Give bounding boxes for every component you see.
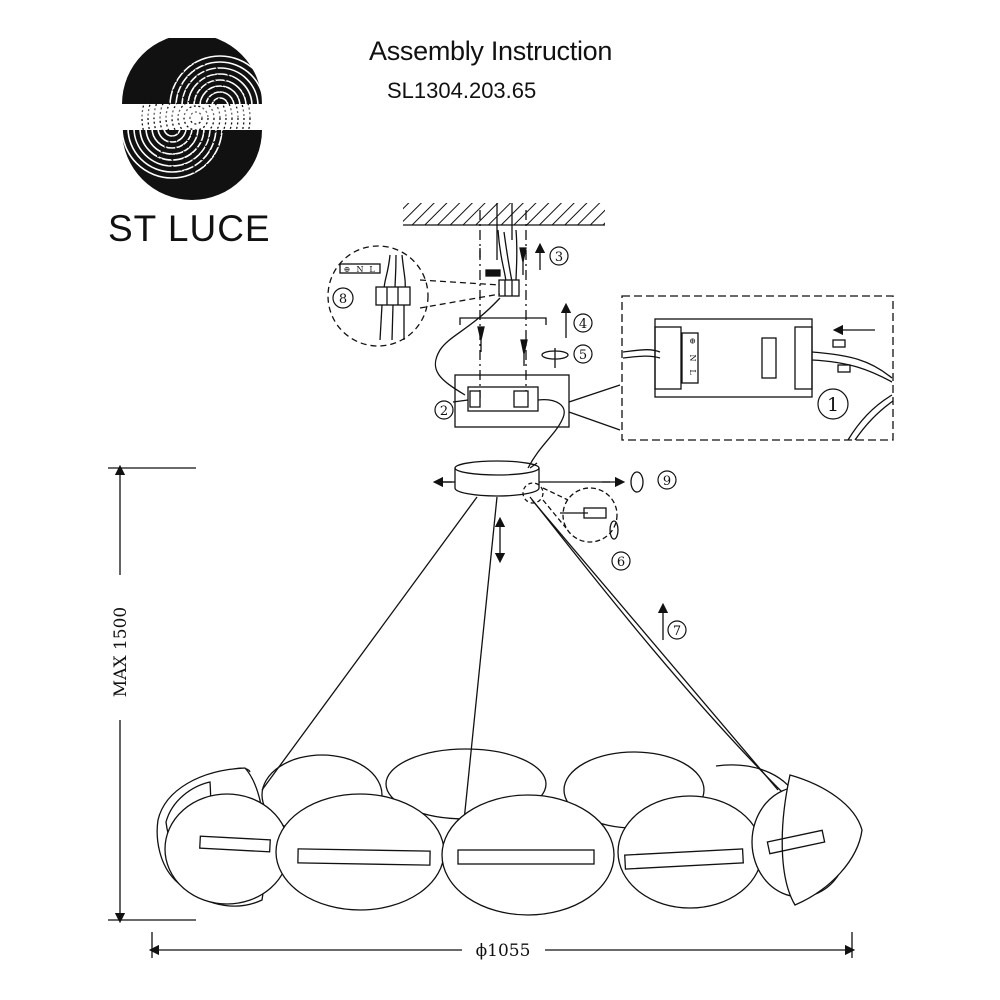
petal-right-end	[781, 774, 863, 906]
inset-terminal-live: L	[688, 369, 697, 375]
step-3-label: 3	[555, 250, 563, 265]
inset-terminal-detail	[327, 245, 501, 347]
terminal-live-label: L	[369, 265, 375, 274]
step-6-label: 6	[617, 555, 625, 570]
chandelier-ring	[156, 748, 863, 916]
diameter-dimension-label: ϕ1055	[476, 941, 531, 961]
step-2-label: 2	[440, 404, 448, 419]
canopy	[432, 460, 644, 504]
model-number: SL1304.203.65	[387, 78, 537, 103]
terminal-neutral-label: N	[357, 265, 364, 274]
step-7-label: 7	[673, 624, 681, 639]
step-8-label: 8	[339, 292, 347, 307]
petal-center	[441, 794, 615, 916]
st-luce-logo-icon	[110, 38, 280, 200]
step-5-label: 5	[579, 348, 587, 363]
ceiling	[403, 203, 605, 260]
driver-box	[434, 297, 570, 469]
diameter-dimension	[148, 932, 856, 958]
step-9-label: 9	[663, 474, 671, 489]
inset-terminal-ground: ⊕	[688, 338, 697, 345]
mounting-bracket	[459, 317, 547, 366]
ceiling-terminal	[485, 229, 520, 297]
suspension-cables	[261, 462, 786, 861]
inset-terminal-neutral: N	[688, 355, 697, 362]
height-dimension	[108, 464, 196, 924]
page-title: Assembly Instruction	[369, 36, 613, 66]
step-4-label: 4	[579, 317, 587, 332]
height-dimension-label: MAX 1500	[111, 607, 131, 697]
petal-left-2	[275, 793, 445, 911]
terminal-ground-label: ⊕	[344, 265, 351, 274]
inset-cable-lock	[542, 487, 619, 543]
brand-name: ST LUCE	[108, 208, 271, 249]
inset-driver-detail	[621, 295, 894, 441]
step-1-label: 1	[827, 394, 839, 416]
